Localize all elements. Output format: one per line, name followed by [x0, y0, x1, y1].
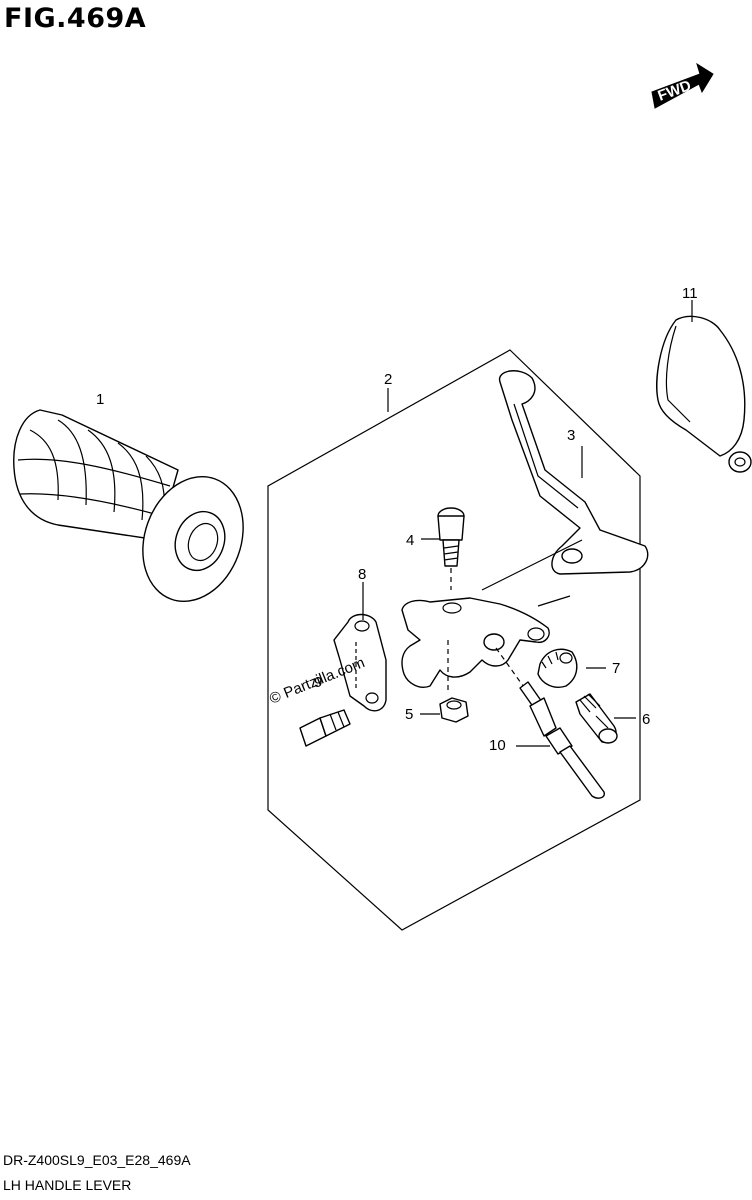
clutch-cable-part [495, 647, 605, 799]
lever-holder-part [401, 597, 550, 690]
locknut-part [537, 648, 578, 688]
adjuster-part [575, 693, 618, 744]
callout-8: 8 [358, 566, 366, 583]
callout-4: 4 [406, 532, 414, 549]
lever-cover-part [656, 315, 752, 473]
clamp-bolt-part [299, 709, 351, 747]
fwd-label: FWD [656, 77, 694, 105]
callout-11: 11 [682, 285, 698, 302]
nut-part [439, 697, 469, 723]
callout-6: 6 [642, 711, 650, 728]
callout-7: 7 [612, 660, 620, 677]
grip-part [13, 409, 244, 603]
pivot-bolt-part [437, 507, 465, 590]
clamp-part [333, 613, 387, 712]
leader-lines [362, 300, 693, 747]
callout-9: 9 [314, 674, 322, 691]
diagram-description: LH HANDLE LEVER [3, 1177, 132, 1193]
diagram-code: DR-Z400SL9_E03_E28_469A [3, 1152, 191, 1168]
callout-10: 10 [489, 737, 506, 754]
assembly-boundary [267, 349, 641, 931]
callout-5: 5 [405, 706, 413, 723]
callout-3: 3 [567, 427, 575, 444]
callout-1: 1 [96, 391, 104, 408]
figure-title: FIG.469A [4, 3, 147, 34]
fwd-arrow-icon: FWD [651, 62, 714, 109]
clutch-lever-part [499, 370, 649, 575]
callout-2: 2 [384, 371, 392, 388]
